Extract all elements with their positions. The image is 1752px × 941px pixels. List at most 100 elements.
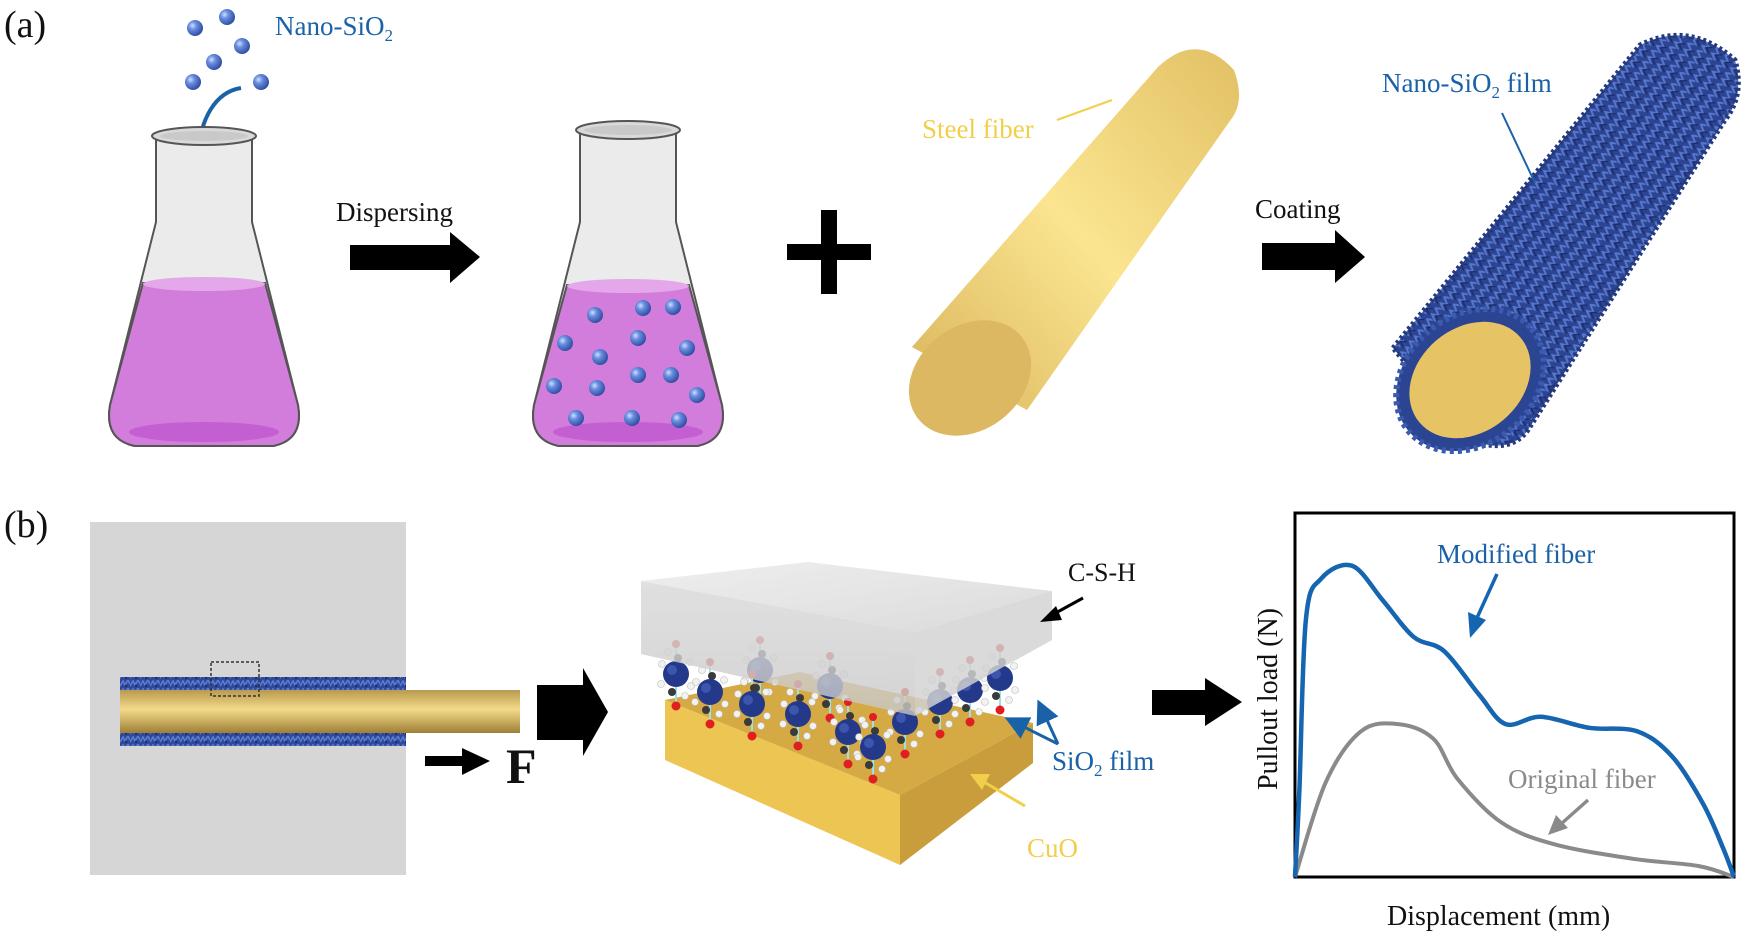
hydrogen-atom <box>1010 662 1018 670</box>
silicon-sphere <box>739 691 765 717</box>
steel-fiber-end-cap <box>908 320 1032 436</box>
oxygen-atom <box>995 705 1005 715</box>
hydrogen-atom <box>830 718 838 726</box>
hydrogen-atom <box>803 732 811 740</box>
hydrogen-atom <box>780 700 788 708</box>
carbon-atom <box>962 704 970 712</box>
carbon-atom <box>668 688 676 696</box>
hydrogen-atom <box>715 710 723 718</box>
hydrogen-atom <box>733 710 741 718</box>
panel-b: (b) F <box>4 504 1737 932</box>
chart-y-axis-label: Pullout load (N) <box>1253 608 1284 790</box>
oxygen-atom <box>869 713 877 721</box>
particle <box>557 335 573 351</box>
liquid-surface <box>567 279 689 293</box>
particle <box>206 54 222 70</box>
hydrogen-atom <box>763 712 771 720</box>
hydrogen-atom <box>1011 686 1019 694</box>
film-coating-bottom <box>120 732 406 746</box>
csh-front-face <box>641 581 915 716</box>
pullout-chart: Modified fiber Original fiber Displaceme… <box>1253 511 1737 932</box>
hydrogen-atom <box>720 676 728 684</box>
carbon-atom <box>871 727 879 735</box>
silicon-highlight <box>743 695 753 705</box>
hydrogen-atom <box>762 688 770 696</box>
chart-x-axis-label: Displacement (mm) <box>1387 901 1610 932</box>
cuo-label: CuO <box>1027 833 1078 863</box>
carbon-atom <box>702 706 710 714</box>
original-pointer <box>1559 798 1590 826</box>
carbon-atom <box>708 672 716 680</box>
film-coating-top <box>120 677 406 691</box>
particle <box>671 412 687 428</box>
series-label-modified: Modified fiber <box>1437 539 1595 569</box>
oxygen-atom <box>671 701 681 711</box>
carbon-atom <box>744 718 752 726</box>
oxygen-atom <box>747 731 757 741</box>
csh-top-face <box>641 562 1052 632</box>
force-label: F <box>506 738 537 794</box>
hydrogen-atom <box>721 700 729 708</box>
plus-icon <box>787 210 871 294</box>
oxygen-atom <box>965 717 975 727</box>
hydrogen-atom <box>855 733 863 741</box>
flask-empty-solution <box>108 126 300 447</box>
hydrogen-atom <box>692 678 700 686</box>
hydrogen-atom <box>981 684 989 692</box>
chart-frame <box>1293 511 1736 879</box>
hydrogen-atom <box>740 678 748 686</box>
particle <box>253 74 269 90</box>
panel-a: (a) Nano-SiO2 Dispersing <box>4 4 1741 455</box>
oxygen-atom <box>935 729 945 739</box>
particle <box>568 410 584 426</box>
force-arrow-icon <box>425 748 490 775</box>
coated-fiber: Nano-SiO2 film <box>1382 32 1741 455</box>
carbon-atom <box>846 712 854 720</box>
particle <box>663 367 679 383</box>
liquid-bottom <box>553 422 703 442</box>
csh-label: C-S-H <box>1068 558 1136 587</box>
csh-pointer-head <box>1040 606 1062 622</box>
arrow-right-icon <box>1152 678 1242 726</box>
cuo-pointer <box>983 780 1026 808</box>
hydrogen-atom <box>808 698 816 706</box>
oxygen-atom <box>843 759 853 769</box>
pullout-specimen: F <box>90 522 537 875</box>
particle <box>187 20 203 36</box>
panel-a-label: (a) <box>4 4 46 46</box>
nano-sio2-particles <box>185 9 269 90</box>
hydrogen-atom <box>883 731 891 739</box>
panel-b-label: (b) <box>4 504 48 546</box>
csh-right-face <box>915 591 1052 716</box>
silicon-highlight <box>839 723 849 733</box>
oxygen-atom <box>793 741 803 751</box>
flask-liquid <box>108 282 300 447</box>
flask-liquid <box>532 284 724 447</box>
flask-rim-inner <box>584 125 672 135</box>
series-label-original: Original fiber <box>1508 764 1656 794</box>
silicon-sphere <box>697 679 723 705</box>
liquid-surface <box>143 277 265 291</box>
silicon-highlight <box>896 713 906 723</box>
steel-fiber-leader <box>1056 99 1113 121</box>
silicon-highlight <box>701 683 711 693</box>
series-line-modified-fiber <box>1292 562 1737 878</box>
steel-fiber-body <box>912 49 1240 411</box>
carbon-atom <box>840 746 848 754</box>
particle <box>587 307 603 323</box>
hydrogen-atom <box>687 682 695 690</box>
nano-sio2-label: Nano-SiO2 <box>275 11 393 45</box>
hydrogen-atom <box>779 720 787 728</box>
sio2-film-label: SiO2 film <box>1052 746 1154 780</box>
hydrogen-atom <box>951 710 959 718</box>
particle <box>630 330 646 346</box>
hydrogen-atom <box>981 698 989 706</box>
hydrogen-atom <box>658 660 666 668</box>
hydrogen-atom <box>786 688 794 696</box>
hydrogen-atom <box>1005 696 1013 704</box>
hydrogen-atom <box>757 722 765 730</box>
particle <box>689 387 705 403</box>
hydrogen-atom <box>951 696 959 704</box>
liquid-bottom <box>129 422 279 442</box>
